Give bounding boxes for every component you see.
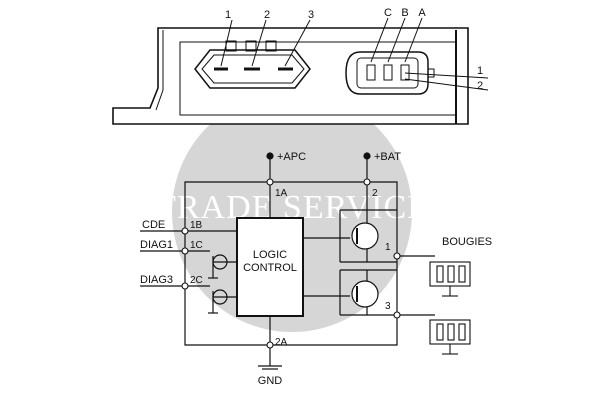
glow-plug-element	[436, 265, 444, 283]
connector-abc-side-pin	[427, 68, 435, 78]
pin-terminals	[181, 178, 401, 349]
leader-line	[284, 19, 311, 67]
supply-bat-label: +BAT	[374, 151, 401, 163]
connector-3pin-tab	[245, 40, 257, 52]
pin-label: 2	[264, 9, 270, 21]
glow-plug-2	[429, 319, 471, 355]
input-diag3-label: DIAG3	[140, 274, 173, 286]
mosfet-upper	[351, 222, 379, 250]
watermark-disc	[172, 92, 412, 332]
connector-abc-contact	[366, 64, 376, 81]
pin-label: 3	[308, 9, 314, 21]
pin-label: 1	[477, 65, 483, 77]
glow-plug-element	[447, 323, 455, 341]
pin-2-label: 2	[372, 188, 378, 199]
supply-apc-label: +APC	[277, 151, 306, 163]
mosfet-lower	[351, 280, 379, 308]
input-cde-label: CDE	[142, 219, 165, 231]
pin-out3-terminal	[393, 311, 401, 319]
leader-line	[404, 78, 489, 91]
pin-1b-terminal	[181, 227, 189, 235]
leader-line	[251, 19, 267, 67]
pin-1a-label: 1A	[275, 188, 288, 199]
leader-line	[404, 72, 489, 79]
leader-line	[220, 19, 233, 67]
pin-2c-label: 2C	[190, 275, 203, 286]
connector-3pin-inner	[201, 54, 305, 84]
glow-plug-1	[429, 261, 471, 297]
gnd-label: GND	[258, 375, 283, 387]
connector-abc	[345, 17, 489, 95]
connector-abc-contact	[383, 64, 393, 81]
pin-1b-label: 1B	[190, 220, 203, 231]
pin-label: B	[401, 7, 408, 19]
glow-plug-element	[447, 265, 455, 283]
watermark: TRADE SERVICE	[155, 92, 428, 332]
pin-2a-terminal	[266, 341, 274, 349]
connector-abc-inner	[356, 57, 419, 89]
glow-plug-element	[436, 323, 444, 341]
glow-plug-element	[458, 323, 466, 341]
leader-line	[404, 17, 423, 63]
logic-label-line1: LOGIC	[253, 249, 287, 261]
housing-inner-edge	[155, 30, 164, 111]
pin-label: A	[418, 7, 426, 19]
module-outline	[184, 181, 398, 346]
pin-out1-terminal	[393, 252, 401, 260]
bougies-label: BOUGIES	[442, 236, 492, 248]
pin-label: 2	[477, 80, 483, 92]
logic-control-block	[236, 217, 304, 317]
output-3-label: 3	[385, 301, 391, 312]
pin-2c-terminal	[181, 282, 189, 290]
logic-label-line2: CONTROL	[243, 262, 297, 274]
pin-1c-terminal	[181, 247, 189, 255]
connector-abc-contact	[400, 64, 410, 81]
connector-3pin	[194, 19, 311, 89]
output-1-label: 1	[385, 242, 391, 253]
leader-line	[370, 17, 389, 63]
input-diag1-label: DIAG1	[140, 239, 173, 251]
pin-2-terminal	[363, 178, 371, 186]
leader-line	[387, 17, 406, 63]
connector-face	[179, 41, 457, 116]
pin-label: C	[384, 7, 392, 19]
glow-plug-element	[458, 265, 466, 283]
pin-1c-label: 1C	[190, 240, 203, 251]
pin-label: 1	[225, 9, 231, 21]
connector-3pin-tab	[265, 40, 277, 52]
pin-1a-terminal	[266, 178, 274, 186]
schematic	[140, 152, 435, 370]
connector-abc-shell	[345, 51, 429, 95]
pin-2a-label: 2A	[275, 337, 288, 348]
